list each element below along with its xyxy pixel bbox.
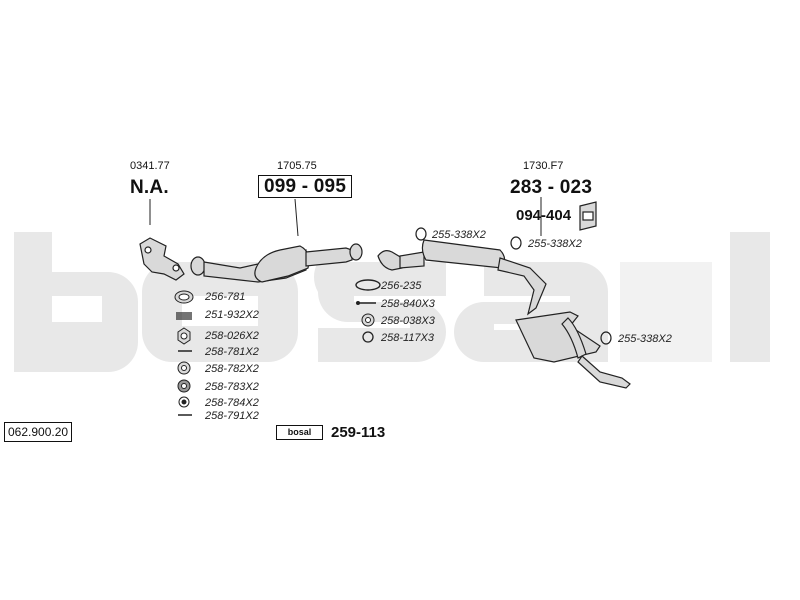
small-parts-icons	[174, 290, 194, 416]
clamp-label-2: 255-338X2	[528, 238, 582, 250]
clamp-label-1: 255-338X2	[432, 229, 486, 241]
small-part-label-7: 258-784X2	[205, 397, 259, 409]
mid-part-label-4: 258-117X3	[381, 332, 435, 344]
group-ref-3: 1730.F7	[523, 160, 564, 172]
small-part-label-5: 258-782X2	[205, 363, 259, 375]
bracket-part	[579, 201, 597, 231]
group-ref-2: 1705.75	[277, 160, 317, 172]
small-part-label-3: 258-026X2	[205, 330, 259, 342]
mid-part-label-2: 258-840X3	[381, 298, 435, 310]
group-part-3: 283 - 023	[510, 177, 593, 198]
rear-muffler-part	[515, 311, 631, 389]
small-part-label-2: 251-932X2	[205, 309, 259, 321]
bosal-logo: bosal	[276, 425, 323, 440]
small-part-label-6: 258-783X2	[205, 381, 259, 393]
muffler-part	[377, 239, 547, 316]
small-part-label-4: 258-781X2	[205, 346, 259, 358]
small-part-label-8: 258-791X2	[205, 410, 259, 422]
group-ref-1: 0341.77	[130, 160, 170, 172]
clamp-icons	[415, 227, 612, 345]
group-part-2: 099 - 095	[258, 175, 353, 198]
mid-parts-icons	[355, 279, 381, 343]
mid-part-label-3: 258-038X3	[381, 315, 435, 327]
kit-part-label: 259-113	[331, 424, 386, 441]
catalytic-converter-part	[190, 243, 363, 283]
manifold-part	[139, 237, 185, 281]
leader-lines	[149, 197, 542, 237]
clamp-label-3: 255-338X2	[618, 333, 672, 345]
mid-part-label-1: 256-235	[381, 280, 422, 292]
small-part-label-1: 256-781	[205, 291, 246, 303]
bracket-part-label: 094-404	[516, 207, 572, 224]
group-part-1: N.A.	[130, 177, 169, 198]
document-number: 062.900.20	[4, 422, 73, 442]
